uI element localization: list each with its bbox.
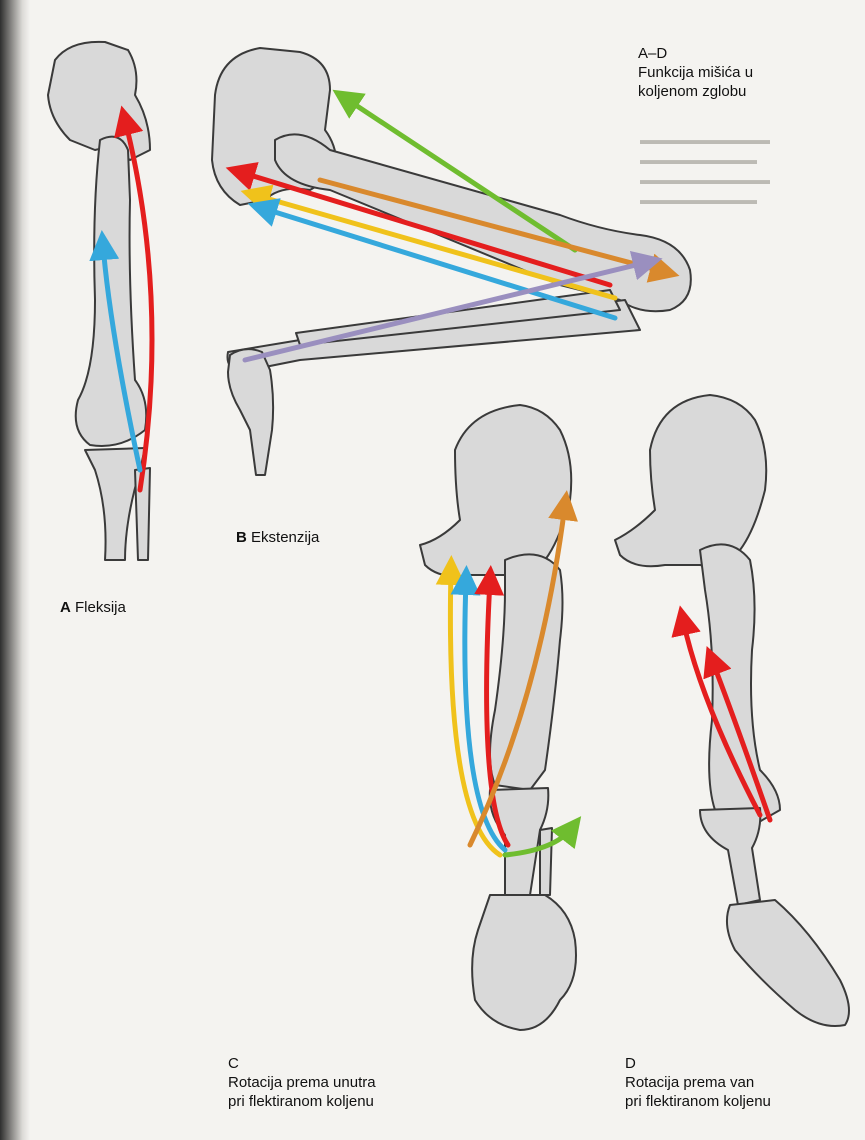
figure-title-line2: koljenom zglobu [638, 82, 753, 101]
figure-range: A–D [638, 44, 753, 63]
panel-c-skeleton [420, 405, 576, 1030]
femur-a [76, 137, 147, 446]
panel-a-skeleton [48, 42, 150, 560]
caption-c-line2: pri flektiranom koljenu [228, 1092, 376, 1111]
figure-title-line1: Funkcija mišića u [638, 63, 753, 82]
tibia-d [700, 808, 760, 905]
caption-b-letter: B [236, 529, 247, 546]
caption-d: D Rotacija prema van pri flektiranom kol… [625, 1054, 771, 1111]
caption-a: A Fleksija [60, 598, 126, 617]
caption-c-letter: C [228, 1054, 376, 1073]
caption-d-letter: D [625, 1054, 771, 1073]
pelvis-d [615, 395, 766, 566]
caption-b: B Ekstenzija [236, 528, 319, 547]
foot-b [228, 349, 273, 475]
foot-c [472, 895, 576, 1030]
caption-c-line1: Rotacija prema unutra [228, 1073, 376, 1092]
caption-a-letter: A [60, 599, 71, 616]
fibula-c [540, 828, 552, 895]
caption-d-line2: pri flektiranom koljenu [625, 1092, 771, 1111]
caption-a-text: Fleksija [75, 599, 126, 616]
caption-c: C Rotacija prema unutra pri flektiranom … [228, 1054, 376, 1111]
femur-d [700, 544, 780, 830]
caption-d-line1: Rotacija prema van [625, 1073, 771, 1092]
caption-b-text: Ekstenzija [251, 529, 319, 546]
pelvis-c [420, 405, 571, 576]
figure-header: A–D Funkcija mišića u koljenom zglobu [638, 44, 753, 101]
foot-d [727, 900, 849, 1026]
